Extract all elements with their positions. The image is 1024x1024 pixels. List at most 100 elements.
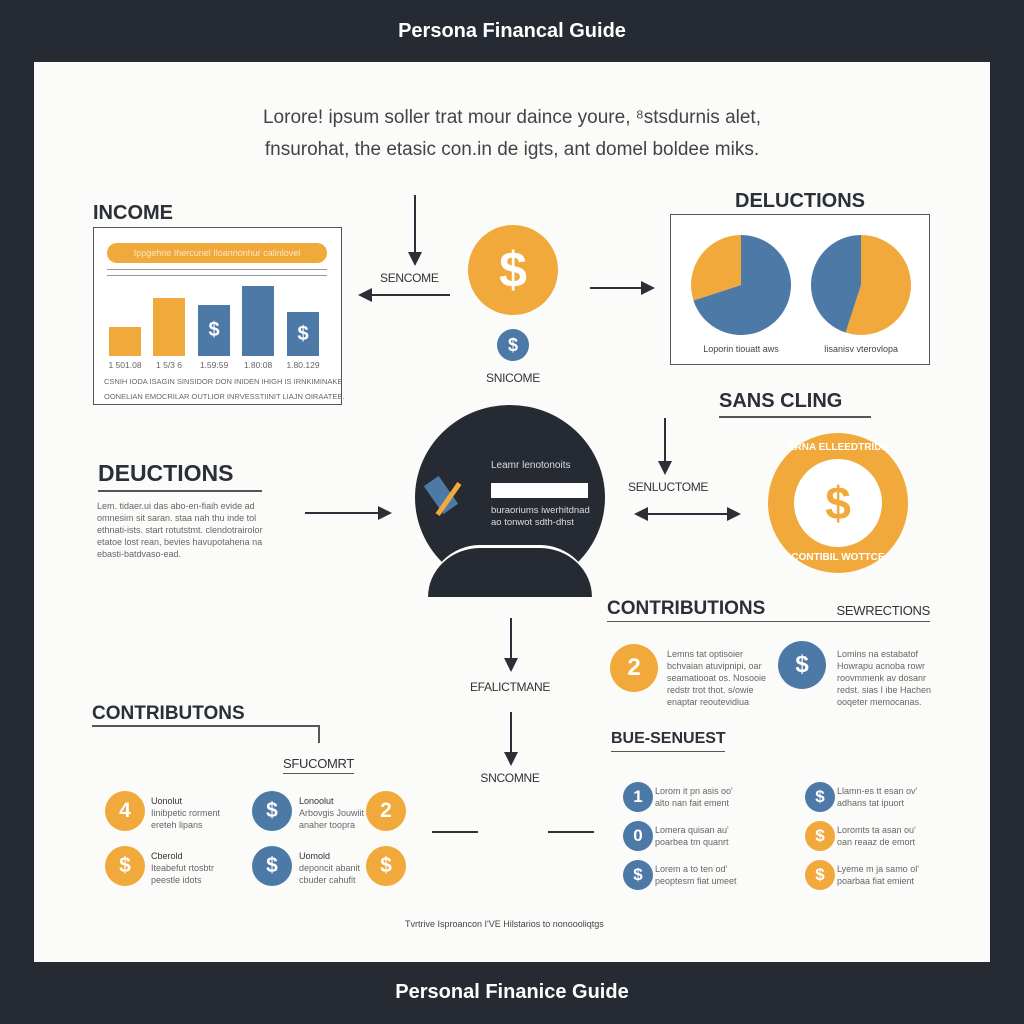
- arrow-head: [504, 658, 518, 672]
- caption-line: CSNIH IODA ISAGIN SINSIDOR DON INIDEN IH…: [104, 377, 343, 386]
- head-input-field[interactable]: [491, 483, 588, 498]
- page-title: Persona Financal Guide: [398, 20, 626, 42]
- number-icon: 4: [105, 791, 145, 831]
- arrow-label: SENLUCTOME: [628, 480, 709, 494]
- text-line: Arbovgis Jouwiit: [299, 808, 365, 818]
- arrow-head: [641, 281, 655, 295]
- arrow-left: [370, 294, 450, 296]
- income-bar: [109, 326, 141, 356]
- arrow-down: [510, 618, 512, 660]
- arrow-head: [408, 252, 422, 266]
- best-item-text: Lorom it pn asis oo' alto nan fait ement: [655, 785, 733, 809]
- text-line: cbuder cahufit: [299, 875, 356, 885]
- arrow-head: [504, 752, 518, 766]
- income-bar: [153, 297, 185, 356]
- pie-chart-1: [691, 235, 791, 335]
- arrow-down: [414, 195, 416, 253]
- contributions-left-sub: SFUCOMRT: [283, 756, 354, 774]
- head-title: Leamr lenotonoits: [491, 460, 571, 471]
- dollar-icon: $: [366, 846, 406, 886]
- text-line: alto nan fait ement: [655, 798, 730, 808]
- bar-label: 1.80:08: [243, 360, 273, 370]
- footer-note: Tvrtrive Isproancon I'VE Hilstarios to n…: [405, 919, 604, 929]
- dollar-icon: $: [805, 860, 835, 890]
- text-line: omnesim sit saran. staa nah thu inde tol: [97, 513, 257, 523]
- dollar-icon: $: [778, 641, 826, 689]
- dollar-icon: $: [252, 791, 292, 831]
- text-line: etatoe lost rean, bevies havupotahena na: [97, 537, 263, 547]
- income-bar: $: [287, 312, 319, 356]
- arrow-right: [590, 287, 642, 289]
- best-item-text: Llamn-es tt esan ov'adhans tat ipuort: [837, 785, 917, 809]
- best-item-text: Lomera quisan au'poarbea tm quanrt: [655, 824, 729, 848]
- double-arrow: [640, 513, 735, 515]
- coin-label: SNICOME: [486, 371, 540, 385]
- number-icon: 2: [366, 791, 406, 831]
- text-line: ethnati-ists. start rotutstmt. clendotra…: [97, 525, 263, 535]
- head-text: buraoriums iwerhitdnad ao tonwot sdth-dh…: [491, 505, 590, 529]
- pie-label: Loporin tiouatt aws: [703, 344, 779, 354]
- best-heading: BUE-SENUEST: [611, 730, 726, 752]
- text-line: ooqeter memocanas.: [837, 697, 922, 707]
- text-line: ereteh lipans: [151, 820, 203, 830]
- pie-slice: [845, 235, 911, 335]
- income-bar-chart: $$: [109, 283, 329, 356]
- small-dollar-icon: $: [497, 329, 529, 361]
- item-title: Lonoolut: [299, 796, 334, 806]
- pie-label: Iisanisv vterovlopa: [823, 344, 899, 354]
- dollar-icon: $: [805, 821, 835, 851]
- text-line: Lomins na estabatof: [837, 649, 919, 659]
- text-line: peoptesm fiat umeet: [655, 876, 737, 886]
- best-item-text: Loromts ta asan ou' oan reaaz de emort: [837, 824, 916, 848]
- text-line: buraoriums iwerhitdnad: [491, 505, 590, 516]
- text-line: anaher toopra: [299, 820, 356, 830]
- text-line: ebasti-batdvaso-ead.: [97, 549, 182, 559]
- income-pill: Ippgehne Ihercunel Iloannonhur calinlove…: [107, 243, 327, 263]
- text-line: seamatiooat os. Nosooie: [667, 673, 767, 683]
- pie-slice: [811, 235, 861, 333]
- seal-text-top: ERNA ELLEEDTRIDE: [787, 442, 889, 453]
- income-caption: CSNIH IODA ISAGIN SINSIDOR DON INIDEN IH…: [104, 374, 344, 404]
- best-item-text: Lorem a to ten od'peoptesm fiat umeet: [655, 863, 737, 887]
- flow-label: SNCOMNE: [480, 771, 540, 785]
- intro-line: Lorore! ipsum soller trat mour daince yo…: [262, 107, 761, 128]
- deductions-right-heading: DELUCTIONS: [735, 190, 865, 212]
- income-heading: INCOME: [93, 202, 173, 224]
- arrow-head: [634, 507, 648, 521]
- seal-dollar-icon: $: [794, 459, 882, 547]
- arrow-head: [658, 461, 672, 475]
- contribution-seal: $ ERNA ELLEEDTRIDE CONTIBIL WOTTCE: [768, 433, 908, 573]
- text-line: Iinibpetic rorment: [151, 808, 221, 818]
- text-line: bchvaian atuvipnipi, oar: [667, 661, 762, 671]
- flow-label: EFALICTMANE: [469, 680, 551, 694]
- pie-chart-2: [811, 235, 911, 335]
- text-line: enaptar reoutevidiua: [667, 697, 750, 707]
- text-line: Lorom it pn asis oo': [655, 786, 733, 796]
- text-line: Lomera quisan au': [655, 825, 729, 835]
- text-line: roovmmenk av dosanr: [837, 673, 927, 683]
- dollar-icon: $: [105, 846, 145, 886]
- bar-label: 1.59:59: [199, 360, 229, 370]
- arrow-head: [727, 507, 741, 521]
- text-line: deponcit abanit: [299, 863, 361, 873]
- text-line: redstr trot thot. s/owie: [667, 685, 754, 695]
- footer-title: Personal Finanice Guide: [395, 981, 629, 1003]
- text-line: oan reaaz de emort: [837, 837, 916, 847]
- text-line: Llamn-es tt esan ov': [837, 786, 918, 796]
- intro-line: fnsurohat, the etasic con.in de igts, an…: [264, 139, 760, 160]
- deductions-text: Lem. tidaer.ui das abo-en-fiaih evide ad…: [97, 500, 263, 560]
- text-line: Lyeme m ja samo ol': [837, 864, 919, 874]
- text-line: peestle idots: [151, 875, 202, 885]
- income-bar: $: [198, 304, 230, 356]
- text-line: Loromts ta asan ou': [837, 825, 916, 835]
- arrow-down: [664, 418, 666, 463]
- arrow-label: SENCOME: [380, 271, 439, 285]
- dollar-coin-icon: $: [468, 225, 558, 315]
- pie-slice: [691, 235, 741, 301]
- text-line: ao tonwot sdth-dhst: [491, 517, 574, 528]
